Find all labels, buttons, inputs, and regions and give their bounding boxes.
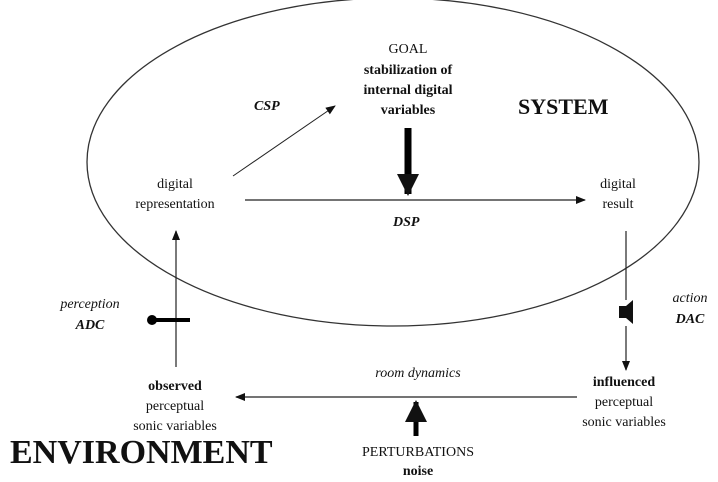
noise-label: noise: [402, 464, 434, 479]
csp-arrow: [232, 105, 336, 177]
result-line-1: digital: [600, 177, 636, 192]
adc-label: ADC: [75, 318, 105, 333]
csp-label: CSP: [254, 99, 280, 114]
influenced-line-1: influenced: [592, 375, 656, 390]
environment-title: ENVIRONMENT: [10, 434, 273, 471]
goal-heading: GOAL: [388, 42, 428, 57]
speaker-icon: [619, 300, 633, 324]
goal-line-1: stabilization of: [363, 63, 453, 78]
dac-label: DAC: [675, 312, 705, 327]
representation-line-1: digital: [157, 177, 193, 192]
representation-line-2: representation: [135, 197, 215, 212]
goal-line-3: variables: [380, 103, 436, 118]
dsp-label: DSP: [393, 215, 420, 230]
influenced-line-2: perceptual: [594, 395, 654, 410]
goal-line-2: internal digital: [363, 83, 453, 98]
action-label: action: [672, 291, 708, 306]
perturbations-label: PERTURBATIONS: [362, 445, 474, 460]
observed-line-2: perceptual: [145, 399, 205, 414]
observed-line-1: observed: [148, 379, 202, 394]
observed-line-3: sonic variables: [133, 419, 217, 434]
system-ellipse: [86, 0, 700, 327]
room-dynamics-label: room dynamics: [375, 366, 461, 381]
result-line-2: result: [602, 197, 634, 212]
system-title: SYSTEM: [518, 94, 609, 119]
perception-label: perception: [60, 297, 120, 312]
influenced-line-3: sonic variables: [582, 415, 666, 430]
microphone-icon: [147, 315, 190, 325]
